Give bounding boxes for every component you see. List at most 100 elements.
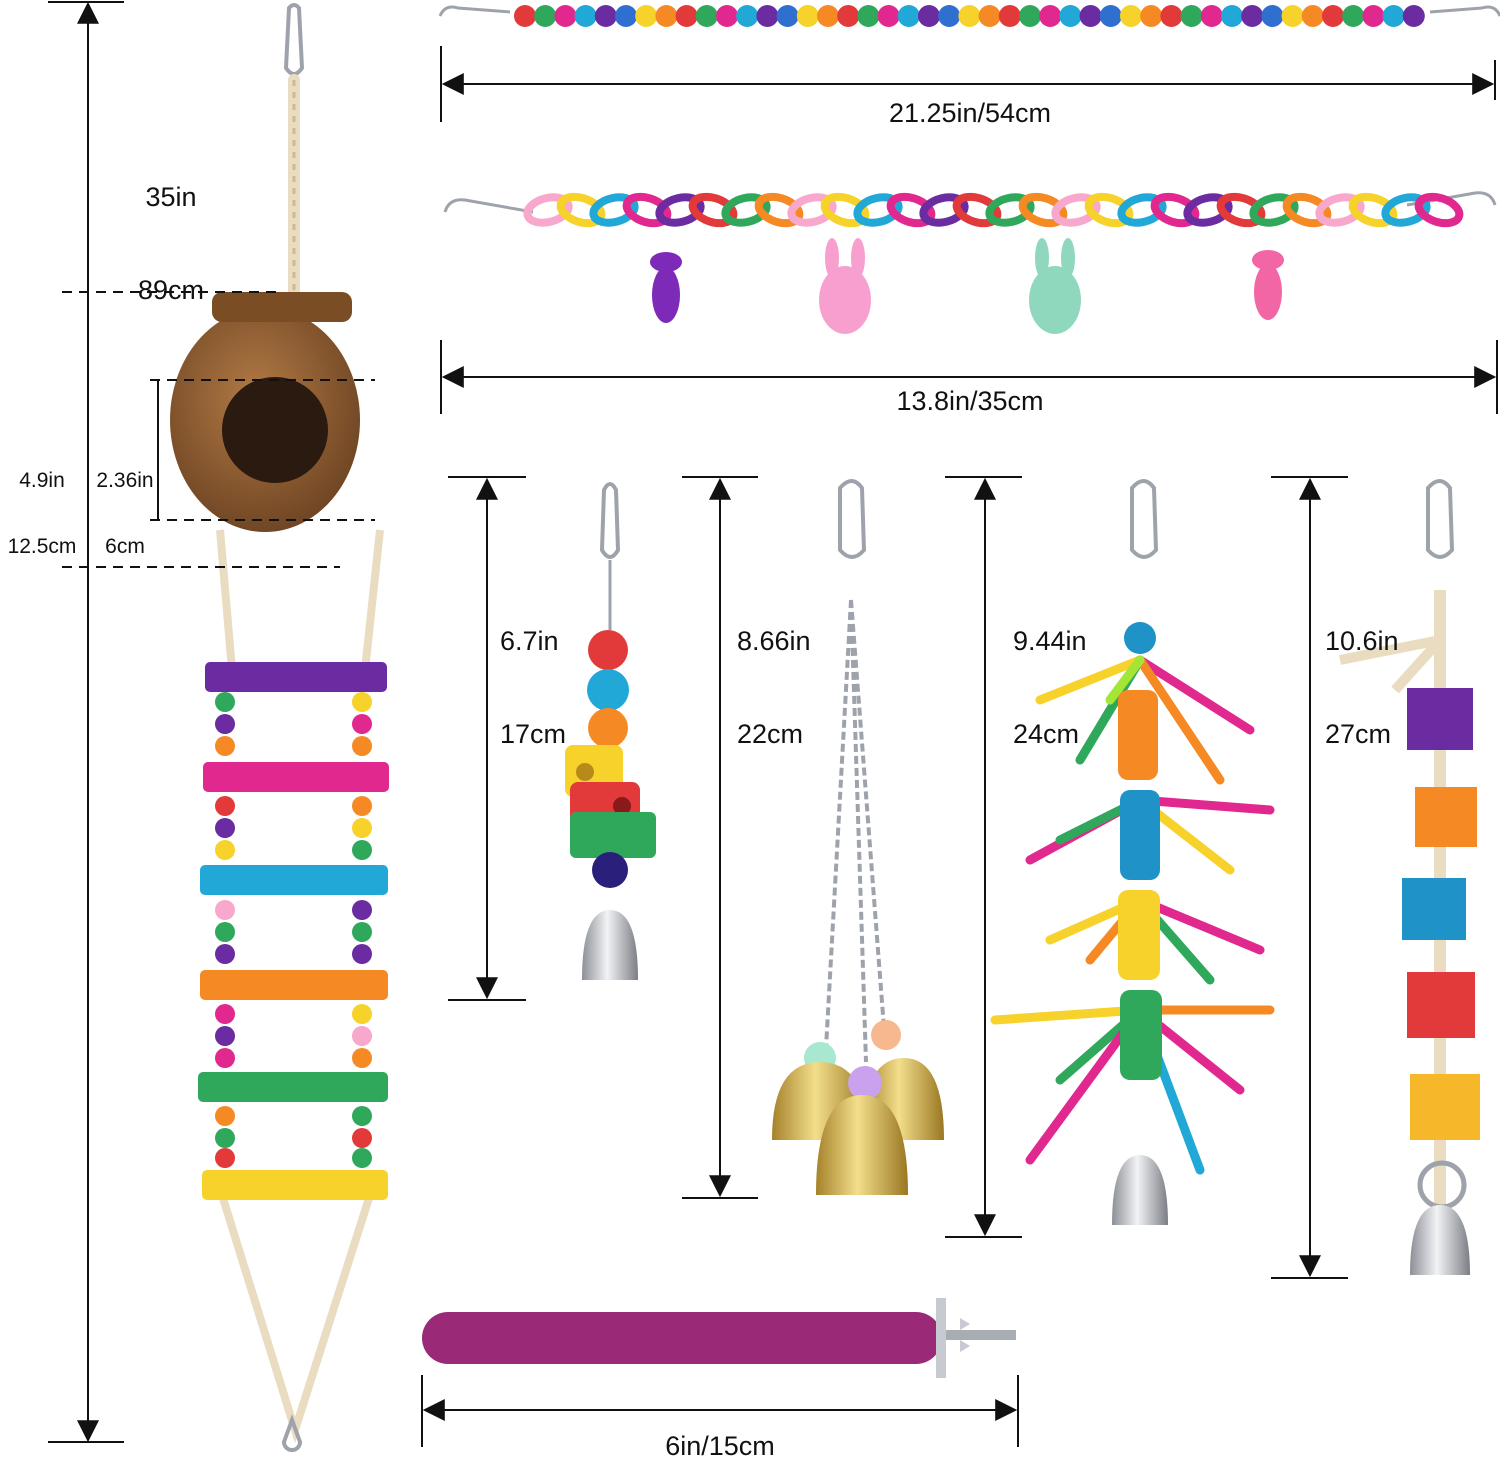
bead-bell-toy bbox=[565, 482, 656, 980]
bead-bell-toy-label: 6.7in 17cm bbox=[500, 564, 566, 812]
chain-link bbox=[952, 192, 1002, 228]
chain-link bbox=[787, 193, 837, 227]
bead bbox=[938, 5, 961, 27]
bead bbox=[817, 5, 839, 27]
bead bbox=[1281, 5, 1304, 27]
bead bbox=[736, 5, 759, 27]
bead bbox=[675, 5, 698, 27]
bead bbox=[514, 5, 536, 27]
bell-icon bbox=[582, 910, 638, 980]
chain-link bbox=[1183, 193, 1233, 227]
bead bbox=[1402, 5, 1425, 27]
bead bbox=[897, 5, 920, 27]
link-chain-dimension bbox=[440, 340, 1498, 414]
bead bbox=[1039, 5, 1062, 27]
bead bbox=[1059, 5, 1082, 27]
bead bbox=[1382, 5, 1405, 27]
overall-length-cm: 89cm bbox=[137, 275, 205, 305]
bead bbox=[655, 5, 678, 27]
chain-link bbox=[721, 193, 771, 227]
bead-chain-toy bbox=[438, 5, 1500, 27]
bead-chain-dimension bbox=[440, 46, 1496, 122]
bead bbox=[594, 5, 617, 27]
coconut-height-label: 4.9in 12.5cm bbox=[0, 426, 84, 602]
chain-link bbox=[754, 192, 804, 228]
bead bbox=[1140, 5, 1163, 27]
bead bbox=[998, 5, 1021, 27]
bell-icon bbox=[1112, 1155, 1168, 1225]
bead bbox=[837, 5, 860, 27]
coconut-hut-ladder bbox=[170, 3, 389, 1452]
chain-link bbox=[1084, 192, 1134, 228]
chain-link bbox=[556, 192, 606, 228]
bead bbox=[776, 5, 799, 27]
chain-link bbox=[886, 192, 936, 228]
triple-bell-toy-cm: 22cm bbox=[737, 719, 804, 749]
bead bbox=[615, 5, 637, 27]
pacifier-charm bbox=[650, 252, 682, 323]
chain-link bbox=[919, 193, 969, 227]
chain-link bbox=[523, 193, 573, 227]
chain-link bbox=[1315, 193, 1365, 227]
bead bbox=[1322, 5, 1344, 27]
perch-label: 6in/15cm bbox=[665, 1431, 775, 1461]
chain-link bbox=[985, 193, 1035, 227]
bead bbox=[635, 5, 658, 27]
coconut-height-inches: 4.9in bbox=[19, 469, 65, 492]
coconut-hole-inches: 2.36in bbox=[96, 469, 154, 492]
coconut-entry-hole bbox=[222, 377, 328, 483]
bead bbox=[796, 5, 819, 27]
link-chain-label: 13.8in/35cm bbox=[896, 386, 1044, 416]
bottom-hook-icon bbox=[281, 1414, 303, 1452]
coconut-height-cm: 12.5cm bbox=[7, 535, 77, 558]
chain-link bbox=[1051, 193, 1101, 227]
chain-link bbox=[1249, 193, 1299, 227]
coconut-hole-label: 2.36in 6cm bbox=[90, 426, 160, 602]
chain-link bbox=[1348, 192, 1398, 228]
bead bbox=[534, 5, 557, 27]
bead bbox=[1301, 5, 1324, 27]
bead bbox=[1221, 5, 1243, 27]
chain-link bbox=[655, 193, 705, 227]
ladder-rungs bbox=[198, 662, 389, 1200]
bead-bell-toy-inches: 6.7in bbox=[500, 626, 559, 656]
bunny-charm-pink bbox=[819, 238, 871, 334]
bead bbox=[716, 5, 738, 27]
bead bbox=[857, 5, 880, 27]
bead-bell-toy-cm: 17cm bbox=[500, 719, 567, 749]
hanging-toy-dimensions bbox=[448, 476, 1348, 1279]
pacifier-charm-pink bbox=[1252, 250, 1284, 320]
chain-link bbox=[1381, 193, 1431, 227]
bead bbox=[958, 5, 981, 27]
chain-link bbox=[1216, 192, 1266, 228]
bead bbox=[1160, 5, 1183, 27]
overall-length-inches: 35in bbox=[145, 182, 197, 212]
rope-tassel-toy-inches: 9.44in bbox=[1013, 626, 1087, 656]
bell-icon bbox=[816, 1095, 908, 1195]
chain-link bbox=[1282, 192, 1332, 228]
block-toy-inches: 10.6in bbox=[1325, 626, 1399, 656]
bead bbox=[1362, 5, 1385, 27]
bead bbox=[1342, 5, 1365, 27]
hook-icon bbox=[283, 3, 305, 76]
bead bbox=[574, 5, 597, 27]
chain-link bbox=[820, 192, 870, 228]
triple-bell-toy-inches: 8.66in bbox=[737, 626, 811, 656]
bead bbox=[756, 5, 779, 27]
bead-chain-label: 21.25in/54cm bbox=[888, 98, 1052, 128]
bead bbox=[695, 5, 718, 27]
dimension-lines-left bbox=[48, 1, 375, 1443]
rope-tassel-toy bbox=[990, 479, 1275, 1225]
triple-bell-toy-label: 8.66in 22cm bbox=[737, 564, 811, 812]
bunny-charm-mint bbox=[1029, 238, 1081, 334]
chain-link bbox=[589, 193, 639, 227]
bead bbox=[877, 5, 900, 27]
bead bbox=[554, 5, 577, 27]
triple-bell-toy bbox=[772, 479, 944, 1195]
chain-link bbox=[1018, 192, 1068, 228]
block-toy-label: 10.6in 27cm bbox=[1325, 564, 1399, 812]
chain-link bbox=[1414, 192, 1464, 228]
rope-tassel-toy-label: 9.44in 24cm bbox=[1013, 564, 1087, 812]
bead bbox=[1120, 5, 1142, 27]
